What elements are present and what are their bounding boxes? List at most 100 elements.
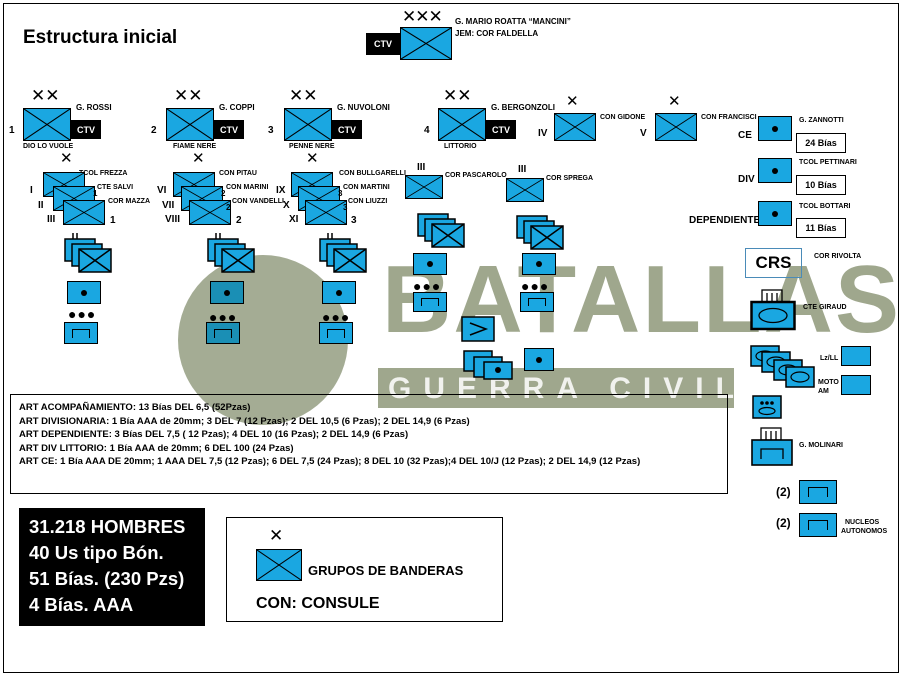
div2-unit-symbol[interactable]	[166, 108, 214, 141]
moto-am-unit[interactable]	[752, 395, 782, 419]
crs-box[interactable]: CRS	[745, 248, 802, 278]
count-label-1: (2)	[776, 485, 791, 499]
div3-group-3[interactable]	[305, 200, 347, 225]
div3-general: G. NUVOLONI	[337, 103, 390, 112]
div2-dots: ●●●	[209, 309, 238, 325]
div4-name: LITTORIO	[444, 143, 477, 150]
div1-regt-mark: ✕	[60, 149, 73, 167]
div1-group2-roman: II	[38, 200, 44, 211]
div2-general: G. COPPI	[219, 103, 255, 112]
art-div-cmdr: TCOL PETTINARI	[799, 159, 857, 166]
div2-battalion-stack[interactable]	[206, 233, 261, 275]
support-unit-a[interactable]	[799, 480, 837, 504]
div2-group2-extra: 2	[226, 203, 231, 212]
div4-regt2-battalions[interactable]	[515, 212, 570, 254]
lz-unit[interactable]	[841, 346, 871, 366]
div4-ctv-tag: CTV	[486, 120, 516, 139]
art-ce-unit[interactable]	[758, 116, 792, 141]
div3-artillery-unit[interactable]	[322, 281, 356, 304]
div4-regiment-1[interactable]	[405, 175, 443, 199]
div4-rank-mark: ✕✕	[443, 86, 472, 106]
div1-group3-roman: III	[47, 214, 56, 225]
artillery-summary-box: ART ACOMPAÑAMIENTO: 13 Bías DEL 6,5 (52P…	[10, 394, 728, 494]
div4-regt1-mark: III	[417, 162, 426, 173]
giraud-unit[interactable]	[750, 289, 796, 331]
brigade-iv-cmdr: CON GIDONE	[600, 114, 646, 121]
art-div-count: 10 Bías	[796, 175, 846, 195]
div3-number: 3	[268, 125, 274, 136]
div1-general: G. ROSSI	[76, 103, 112, 112]
hq-chief: JEM: COR FALDELLA	[455, 29, 539, 38]
div1-support-unit[interactable]	[64, 322, 98, 344]
div2-group2-roman: VII	[162, 200, 175, 211]
summary-line: 51 Bías. (230 Pzs)	[29, 568, 185, 589]
div4-regiment-2[interactable]	[506, 178, 544, 202]
div2-support-unit[interactable]	[206, 322, 240, 344]
div2-name: FIAME NERE	[173, 143, 217, 150]
div3-regt-mark: ✕	[306, 149, 319, 167]
hq-ctv-tag: CTV	[366, 33, 400, 55]
brigade-v-cmdr: CON FRANCISCI	[701, 114, 757, 121]
brigade-iv-unit[interactable]	[554, 113, 596, 141]
hq-unit-symbol[interactable]	[400, 27, 452, 60]
div3-regt-cmdr: CON BULLGARELLI	[339, 170, 406, 177]
nucleos-label-1: NUCLEOS	[845, 519, 880, 526]
page-title: Estructura inicial	[23, 27, 178, 48]
watermark-subtitle: GUERRA CIVIL	[388, 372, 746, 405]
crs-cmdr: COR RIVOLTA	[814, 253, 862, 260]
artillery-line: ART ACOMPAÑAMIENTO: 13 Bías DEL 6,5 (52P…	[19, 402, 251, 413]
div3-name: PENNE NERE	[289, 143, 335, 150]
div4-artillery-unit-3[interactable]	[524, 348, 554, 371]
div3-support-unit[interactable]	[319, 322, 353, 344]
div3-group3-extra: 3	[351, 215, 357, 226]
div3-group2-cmdr: CON LIUZZI	[348, 198, 388, 205]
div4-unit-symbol[interactable]	[438, 108, 486, 141]
div1-regt-cmdr: TCOL FREZZA	[79, 170, 128, 177]
div4-dots-2: ●●●	[521, 278, 550, 294]
div3-group1-cmdr: CON MARTINI	[343, 184, 390, 191]
div2-artillery-unit[interactable]	[210, 281, 244, 304]
moto-label-1: MOTO	[818, 379, 839, 386]
count-label-2: (2)	[776, 516, 791, 530]
brigade-v-unit[interactable]	[655, 113, 697, 141]
page-frame	[3, 3, 899, 673]
brigade-v-mark: ✕	[668, 92, 681, 110]
div4-regt1-battalions[interactable]	[416, 210, 471, 252]
div1-group1-extra: 1	[93, 189, 98, 198]
div2-group-3[interactable]	[189, 200, 231, 225]
hq-rank-mark: ✕✕✕	[402, 7, 443, 27]
art-dep-unit[interactable]	[758, 201, 792, 226]
div3-unit-symbol[interactable]	[284, 108, 332, 141]
div3-battalion-stack[interactable]	[318, 233, 373, 275]
div1-group3-cmdr: COR MAZZA	[108, 198, 150, 205]
artillery-line: ART DIVISIONARIA: 1 Bía AAA de 20mm; 3 D…	[19, 415, 470, 427]
artillery-line: ART CE: 1 Bía AAA DE 20mm; 1 AAA DEL 7,5…	[19, 456, 641, 467]
div1-rank-mark: ✕✕	[31, 86, 60, 106]
molinari-unit[interactable]	[751, 427, 793, 467]
div1-unit-symbol[interactable]	[23, 108, 71, 141]
moto-unit[interactable]	[841, 375, 871, 395]
div2-group3-roman: VIII	[165, 214, 181, 225]
div3-group1-extra: 3	[338, 189, 343, 198]
support-unit-b[interactable]	[799, 513, 837, 537]
moto-label-2: AM	[818, 388, 829, 395]
div4-tank-units[interactable]	[462, 348, 514, 380]
div4-support-unit-2[interactable]	[520, 292, 554, 312]
div4-recon-unit[interactable]	[461, 316, 495, 342]
div1-group1-cmdr: CTE SALVI	[97, 184, 134, 191]
div1-artillery-unit[interactable]	[67, 281, 101, 304]
tank-group-stack[interactable]	[750, 345, 822, 390]
div4-artillery-unit-1[interactable]	[413, 253, 447, 275]
giraud-label: CTE GIRAUD	[803, 304, 847, 311]
div1-battalion-stack[interactable]	[63, 233, 118, 275]
div4-support-unit-1[interactable]	[413, 292, 447, 312]
brigade-iv-mark: ✕	[566, 92, 579, 110]
div3-group2-extra: 3	[343, 203, 348, 212]
art-div-unit[interactable]	[758, 158, 792, 183]
div4-artillery-unit-2[interactable]	[522, 253, 556, 275]
watermark-band: GUERRA CIVIL	[378, 368, 734, 408]
div2-ctv-tag: CTV	[214, 120, 244, 139]
artillery-line: ART DEPENDIENTE: 3 Bías DEL 7,5 ( 12 Pza…	[19, 429, 409, 440]
art-dep-count: 11 Bías	[796, 218, 846, 238]
div1-group-3[interactable]	[63, 200, 105, 225]
